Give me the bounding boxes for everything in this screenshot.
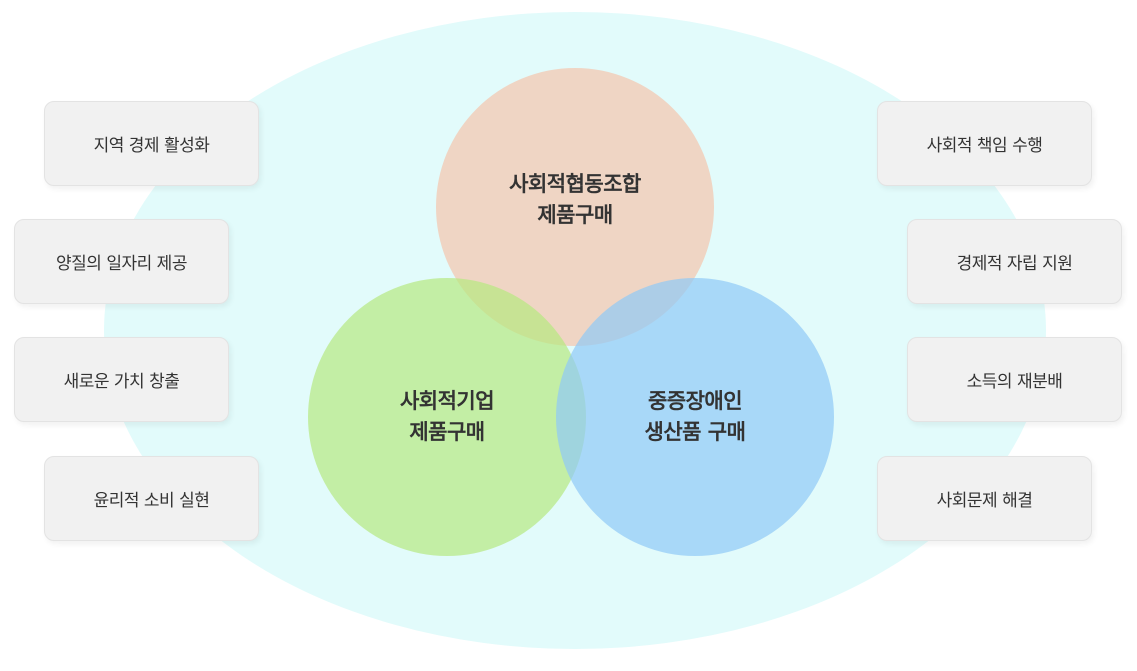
circle-label-line: 제품구매 — [537, 203, 613, 227]
circle-label: 사회적협동조합 제품구매 — [509, 169, 641, 232]
circle-label-line: 사회적협동조합 — [509, 171, 641, 196]
circle-label-line: 중증장애인 — [647, 388, 743, 413]
left-box-ethical-consumption: 윤리적 소비 실현 — [44, 456, 259, 541]
right-box-social-problems: 사회문제 해결 — [877, 456, 1092, 541]
circle-disabled-products: 중증장애인 생산품 구매 — [556, 278, 834, 556]
right-box-social-responsibility: 사회적 책임 수행 — [877, 101, 1092, 186]
left-box-regional-economy: 지역 경제 활성화 — [44, 101, 259, 186]
circle-label: 중증장애인 생산품 구매 — [645, 386, 746, 449]
left-box-quality-jobs: 양질의 일자리 제공 — [14, 219, 229, 304]
circle-label-line: 사회적기업 — [399, 388, 495, 413]
right-box-economic-independence: 경제적 자립 지원 — [907, 219, 1122, 304]
right-box-income-redistribution: 소득의 재분배 — [907, 337, 1122, 422]
left-box-new-value: 새로운 가치 창출 — [14, 337, 229, 422]
circle-label-line: 제품구매 — [409, 420, 485, 444]
circle-label: 사회적기업 제품구매 — [399, 386, 495, 449]
circle-social-enterprise: 사회적기업 제품구매 — [308, 278, 586, 556]
circle-label-line: 생산품 구매 — [644, 420, 746, 444]
